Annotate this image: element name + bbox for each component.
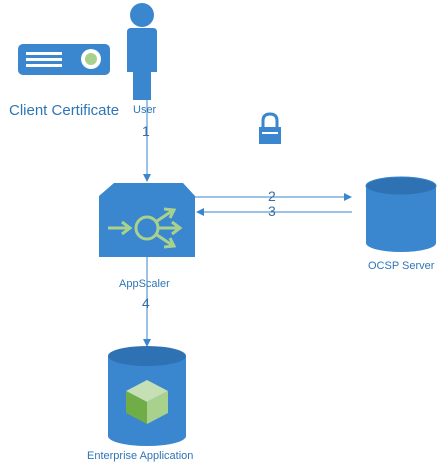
enterprise-database-icon	[108, 346, 186, 446]
step-1-label: 1	[142, 123, 150, 139]
lock-icon	[259, 112, 281, 144]
ocsp-server-label: OCSP Server	[368, 260, 435, 272]
client-certificate-label: Client Certificate	[9, 102, 120, 119]
user-icon	[127, 3, 157, 100]
step-3-label: 3	[268, 203, 276, 219]
step-4-label: 4	[142, 295, 150, 311]
certificate-icon	[18, 44, 110, 75]
step-2-label: 2	[268, 188, 276, 204]
appscaler-icon	[99, 183, 195, 257]
user-label: User	[133, 104, 157, 116]
enterprise-application-label: Enterprise Application	[87, 450, 194, 462]
ocsp-server-icon	[365, 176, 437, 252]
appscaler-label: AppScaler	[119, 278, 170, 290]
